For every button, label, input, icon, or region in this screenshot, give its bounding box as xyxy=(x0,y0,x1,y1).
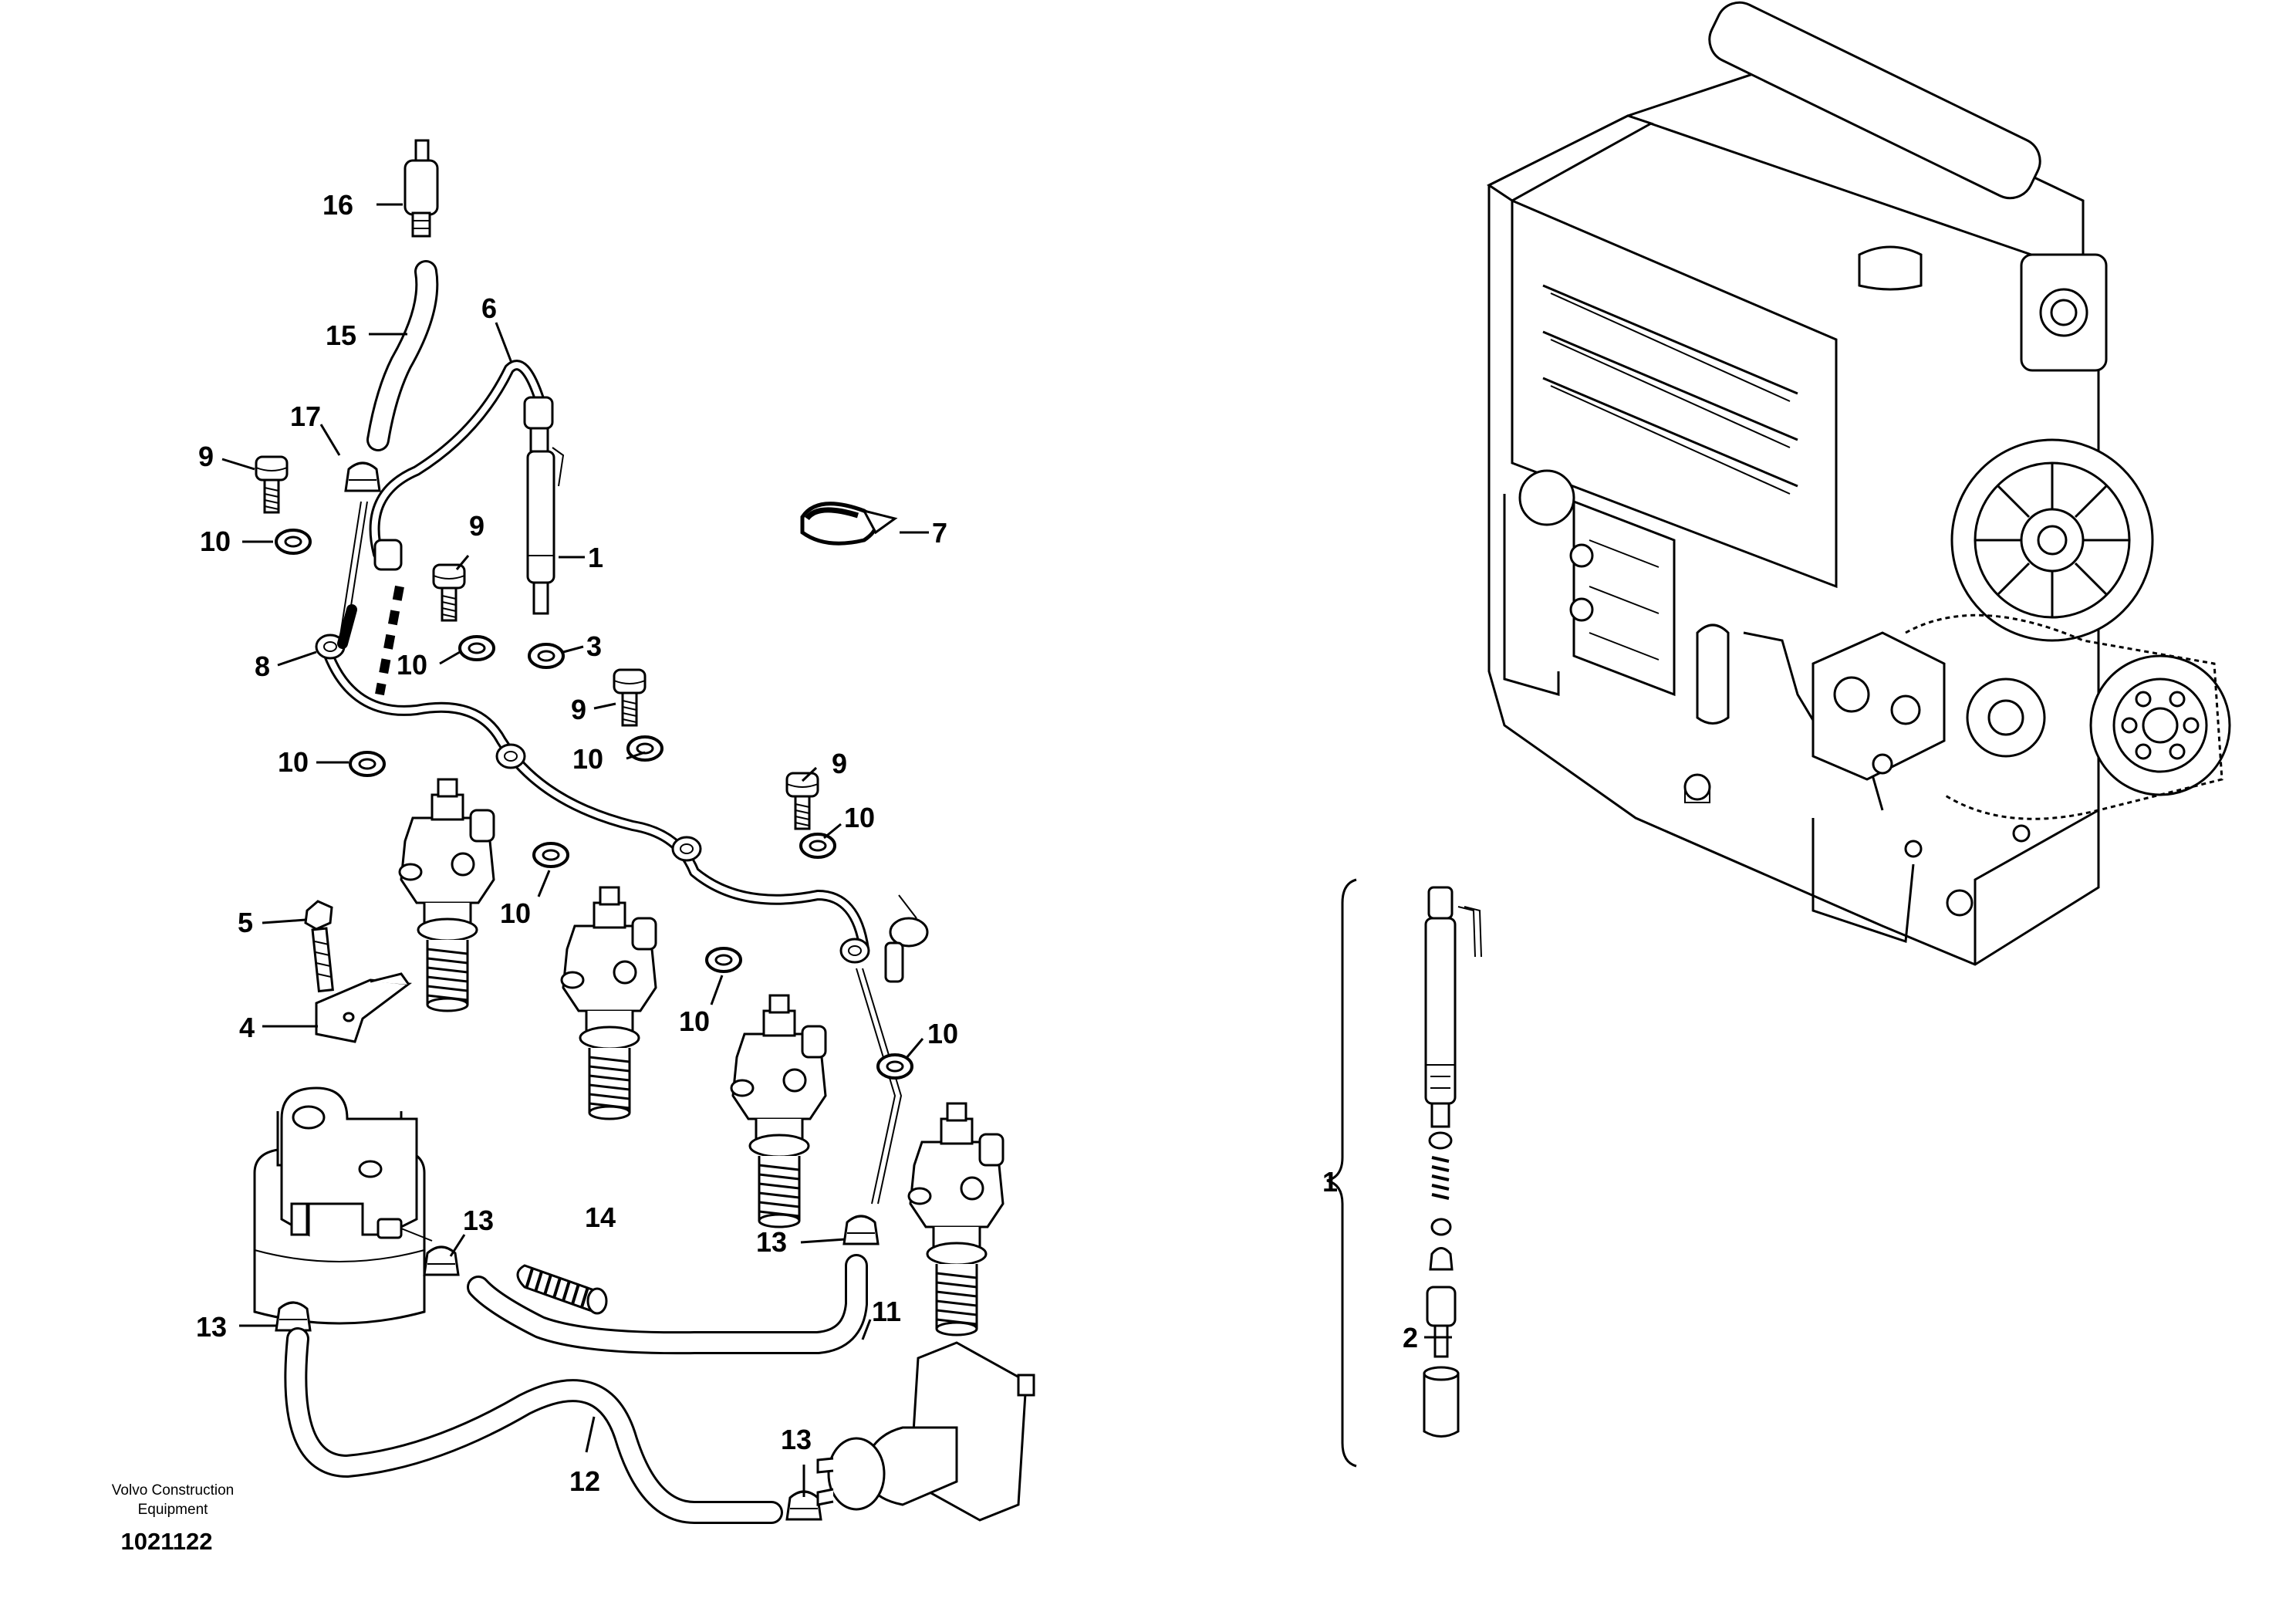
callout-13-d: 13 xyxy=(781,1424,812,1455)
callout-9-a: 9 xyxy=(198,441,214,472)
engine-illustration xyxy=(1487,1,2231,966)
bolt-9a xyxy=(255,455,289,514)
injector-exploded xyxy=(1423,886,1482,1438)
pipe-6 xyxy=(369,360,554,571)
callouts: 16 15 6 17 9 10 9 1 7 3 8 10 9 10 10 9 1… xyxy=(196,189,1418,1497)
callout-10-a: 10 xyxy=(200,525,231,557)
hose-11 xyxy=(467,1254,868,1355)
callout-10-b: 10 xyxy=(397,649,427,681)
injector-1 xyxy=(526,427,565,615)
callout-1-a: 1 xyxy=(588,542,603,573)
callout-10-g: 10 xyxy=(679,1005,710,1037)
callout-9-d: 9 xyxy=(832,748,847,779)
callout-12: 12 xyxy=(569,1465,600,1497)
callout-13-b: 13 xyxy=(463,1205,494,1236)
callout-9-b: 9 xyxy=(469,510,485,542)
document-number: 1021122 xyxy=(121,1528,213,1555)
bolt-9c xyxy=(613,668,647,727)
fuel-filter xyxy=(253,1086,433,1325)
hose-15 xyxy=(366,260,439,451)
pump-unit-3 xyxy=(730,994,827,1228)
washer-10e xyxy=(799,833,836,859)
callout-13-a: 13 xyxy=(756,1226,787,1258)
callout-17: 17 xyxy=(290,400,321,432)
bolt-9b xyxy=(432,563,466,622)
bolt-9d xyxy=(785,772,819,830)
clamp-17 xyxy=(344,461,381,492)
callout-8: 8 xyxy=(255,650,270,682)
callout-1-b: 1 xyxy=(1322,1166,1338,1198)
callout-11: 11 xyxy=(872,1296,901,1327)
callout-7: 7 xyxy=(932,517,947,549)
dashed-connection xyxy=(375,585,404,696)
banjo-fitting xyxy=(884,894,929,983)
callout-5: 5 xyxy=(238,907,253,938)
brace xyxy=(1326,878,1357,1468)
solenoid-valve xyxy=(816,1341,1035,1522)
callout-10-f: 10 xyxy=(500,897,531,929)
callout-13-c: 13 xyxy=(196,1311,227,1343)
clamp-13c xyxy=(275,1301,312,1332)
callout-9-c: 9 xyxy=(571,694,586,725)
pump-unit-2 xyxy=(560,886,657,1120)
leader-lines xyxy=(221,203,1452,1497)
callout-16: 16 xyxy=(322,189,353,221)
bolt-5 xyxy=(304,900,334,993)
pump-unit-4 xyxy=(907,1102,1004,1336)
washer-3 xyxy=(528,643,565,669)
clamp-13a xyxy=(842,1215,880,1245)
washer-10f xyxy=(532,842,569,868)
callout-10-e: 10 xyxy=(844,802,875,833)
cable-tie-7 xyxy=(800,502,898,546)
brand-line-1: Volvo Construction xyxy=(112,1482,234,1499)
washer-10a xyxy=(275,529,312,555)
callout-10-h: 10 xyxy=(927,1018,958,1049)
callout-10-c: 10 xyxy=(572,743,603,775)
washer-10c xyxy=(349,751,386,777)
pump-unit-1 xyxy=(398,778,495,1012)
callout-3: 3 xyxy=(586,630,602,662)
callout-6: 6 xyxy=(481,292,497,324)
sleeve-14 xyxy=(516,1264,608,1315)
callout-4: 4 xyxy=(239,1012,255,1043)
callout-10-d: 10 xyxy=(278,746,309,778)
callout-15: 15 xyxy=(326,319,356,351)
brand-line-2: Equipment xyxy=(138,1502,209,1518)
callout-2: 2 xyxy=(1403,1322,1418,1353)
footer: Volvo Construction Equipment 1021122 xyxy=(112,1482,234,1555)
callout-14: 14 xyxy=(585,1201,616,1233)
fitting-16 xyxy=(403,139,439,238)
clamp-plate-4 xyxy=(315,972,412,1043)
hose-12 xyxy=(284,1327,783,1524)
washer-10g xyxy=(705,947,742,973)
washer-10b xyxy=(458,635,495,661)
